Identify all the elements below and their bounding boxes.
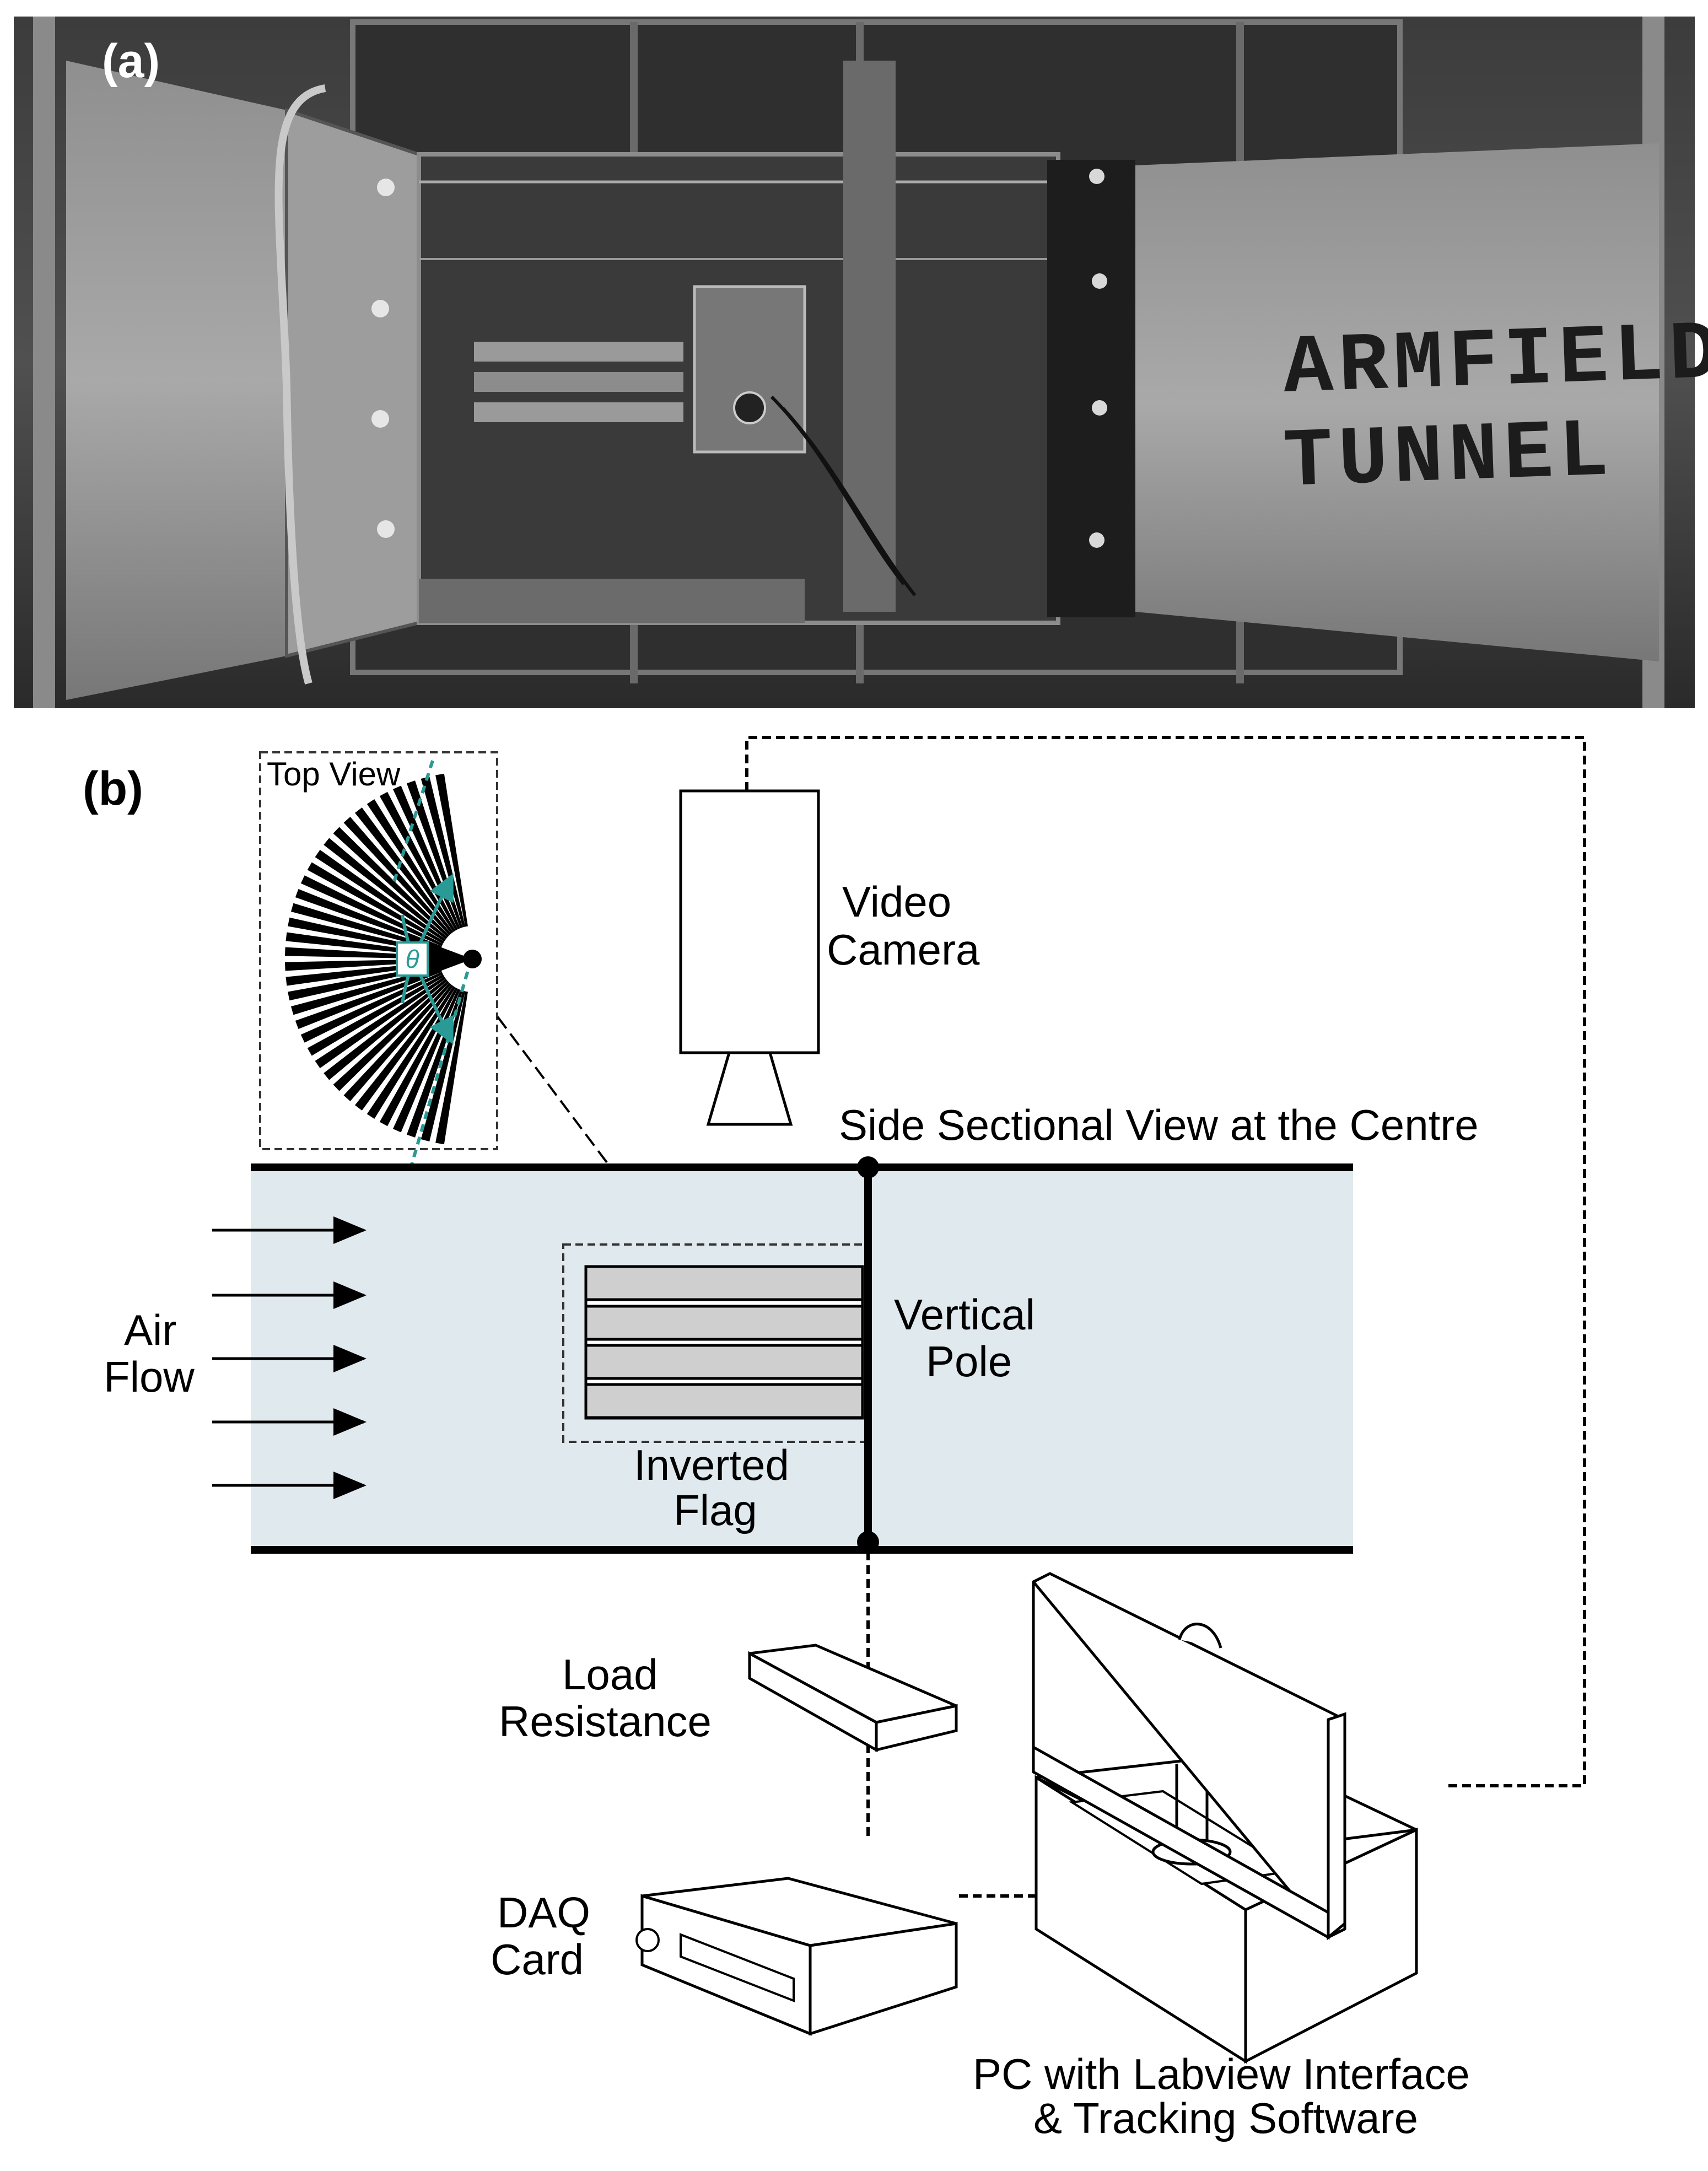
top-view-inset: Top View θ: [259, 751, 498, 1169]
theta-symbol: θ: [406, 945, 419, 973]
schematic-panel: (b) Top View θ Video Camera: [83, 736, 1586, 2142]
panel-label-b: (b): [83, 762, 143, 815]
fan-flag-position: [324, 838, 448, 940]
flag-label-line2: Flag: [673, 1486, 757, 1534]
pc-label-line2: & Tracking Software: [1033, 2094, 1418, 2142]
airflow-label-line2: Flow: [104, 1353, 195, 1401]
daq-label-line2: Card: [491, 1935, 584, 1984]
fan-flag-position: [324, 978, 448, 1080]
panel-label-a: (a): [102, 35, 160, 88]
load-label-line1: Load: [562, 1650, 658, 1699]
airflow-label-line1: Air: [124, 1306, 176, 1354]
pole-label-line1: Vertical: [894, 1290, 1035, 1339]
fan-flag-position: [333, 827, 450, 938]
fan-flag-position: [307, 974, 445, 1056]
camera-label-line1: Video: [842, 877, 951, 926]
fan-flag-position: [300, 972, 443, 1043]
fan-flag-position: [355, 984, 454, 1111]
vertical-pole: Vertical Pole: [857, 1156, 1035, 1553]
load-label-line2: Resistance: [499, 1697, 712, 1746]
fan-flag-position: [300, 875, 443, 946]
top-view-label: Top View: [267, 756, 401, 793]
flag-sweep-fan: [284, 773, 472, 1145]
fan-flag-position: [307, 862, 445, 944]
camera-label-line2: Camera: [827, 925, 980, 974]
pc-workstation: PC with Labview Interface & Tracking Sof…: [973, 1572, 1470, 2142]
section-view-label: Side Sectional View at the Centre: [839, 1101, 1479, 1149]
stencil-text-line1: ARMFIELD: [1282, 308, 1708, 417]
fan-flag-position: [421, 776, 466, 928]
fan-flag-position: [355, 807, 454, 934]
flag-label-line1: Inverted: [634, 1441, 789, 1489]
fan-flag-position: [315, 849, 446, 942]
load-resistance-box: Load Resistance: [499, 1644, 958, 1753]
fan-flag-position: [421, 990, 466, 1142]
stencil-text-line2: TUNNEL: [1282, 405, 1616, 510]
video-camera: Video Camera: [679, 789, 980, 1126]
pole-label-line2: Pole: [926, 1337, 1012, 1386]
airflow-arrows: Air Flow: [104, 1216, 367, 1499]
fan-flag-position: [315, 976, 446, 1069]
daq-label-line1: DAQ: [497, 1888, 590, 1937]
inverted-flag: Inverted Flag: [562, 1243, 866, 1534]
fan-flag-position: [343, 982, 451, 1102]
daq-card: DAQ Card: [491, 1877, 958, 2036]
fan-flag-position: [435, 991, 468, 1145]
pc-label-line1: PC with Labview Interface: [973, 2050, 1470, 2098]
fan-flag-position: [290, 967, 441, 1015]
fan-flag-position: [435, 773, 468, 927]
photo-panel: ARMFIELD TUNNEL (a): [14, 17, 1708, 708]
fan-flag-position: [290, 903, 441, 951]
fan-flag-position: [333, 981, 450, 1091]
